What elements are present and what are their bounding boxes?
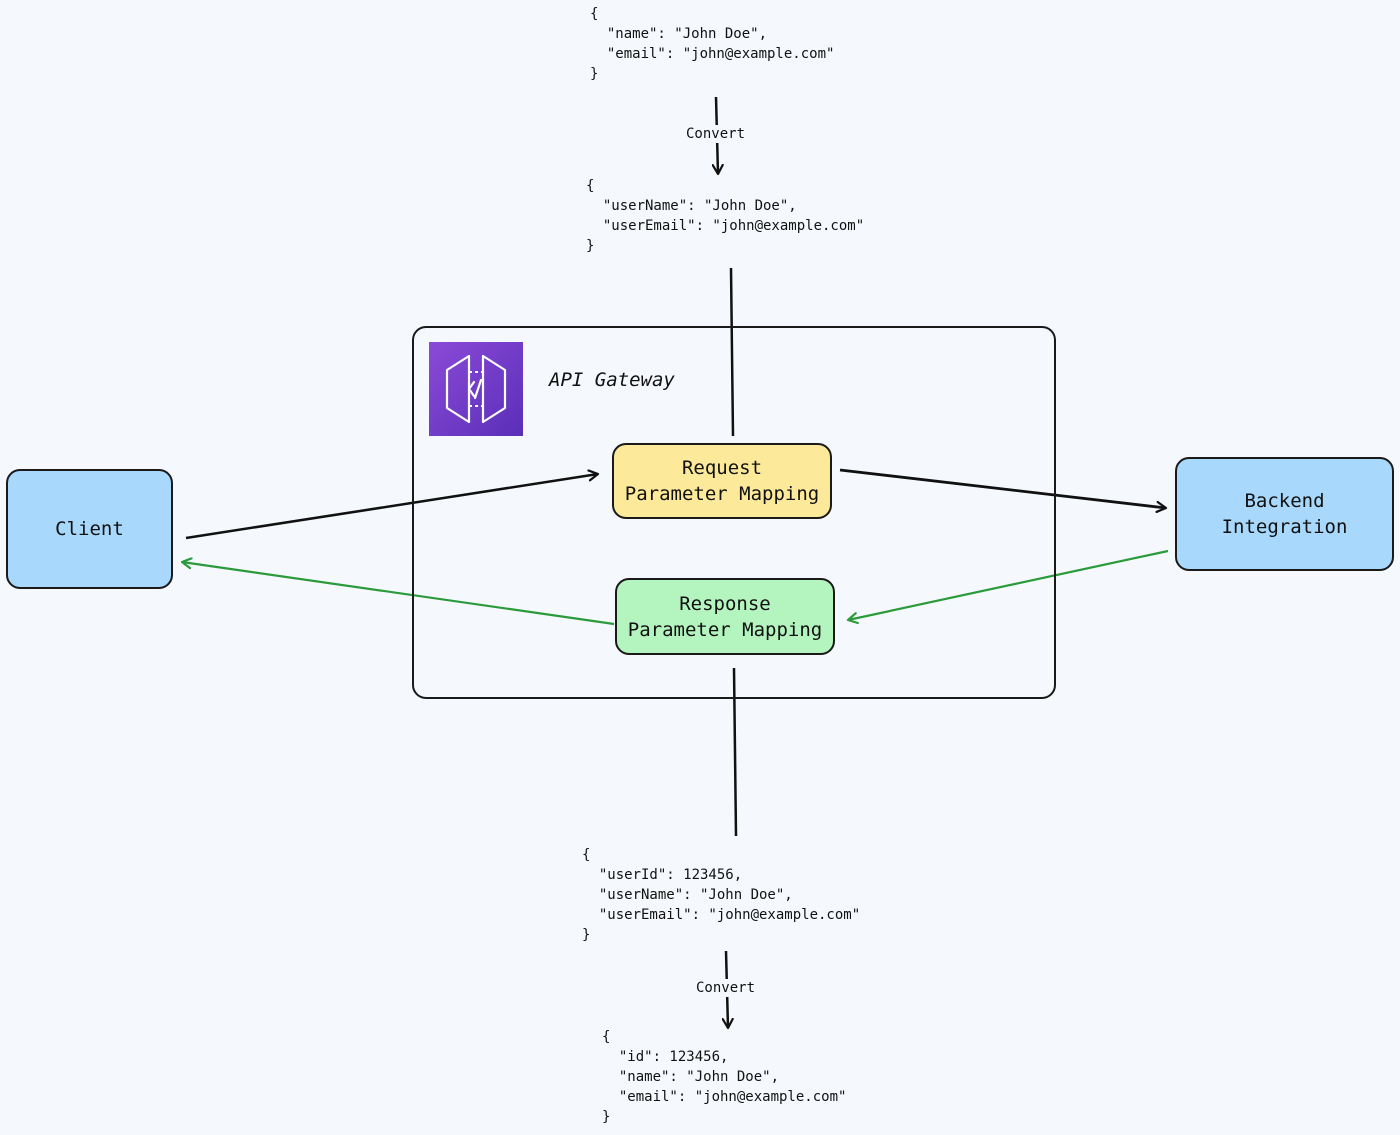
request-parameter-mapping-node[interactable]: Request Parameter Mapping bbox=[612, 443, 832, 519]
response-convert-label: Convert bbox=[694, 979, 758, 997]
request-json-mapped: { "userName": "John Doe", "userEmail": "… bbox=[586, 178, 865, 254]
backend-integration-node[interactable]: Backend Integration bbox=[1175, 457, 1394, 571]
api-gateway-icon bbox=[429, 342, 523, 436]
response-to-client-arrow bbox=[182, 562, 615, 626]
request-json-original: { "name": "John Doe", "email": "john@exa… bbox=[590, 6, 835, 82]
api-gateway-title: API Gateway bbox=[549, 369, 675, 391]
client-to-request-arrow bbox=[185, 474, 598, 540]
client-node[interactable]: Client bbox=[6, 469, 173, 589]
backend-to-response-arrow bbox=[848, 549, 1169, 620]
request-convert-label: Convert bbox=[684, 125, 748, 143]
request-to-backend-arrow bbox=[839, 468, 1166, 508]
api-gateway-container bbox=[412, 326, 1056, 699]
response-json-connector bbox=[732, 667, 738, 837]
response-json-mapped: { "id": 123456, "name": "John Doe", "ema… bbox=[602, 1029, 847, 1125]
response-json-original: { "userId": 123456, "userName": "John Do… bbox=[582, 847, 861, 943]
response-parameter-mapping-node[interactable]: Response Parameter Mapping bbox=[615, 578, 835, 655]
request-json-connector bbox=[729, 267, 735, 437]
